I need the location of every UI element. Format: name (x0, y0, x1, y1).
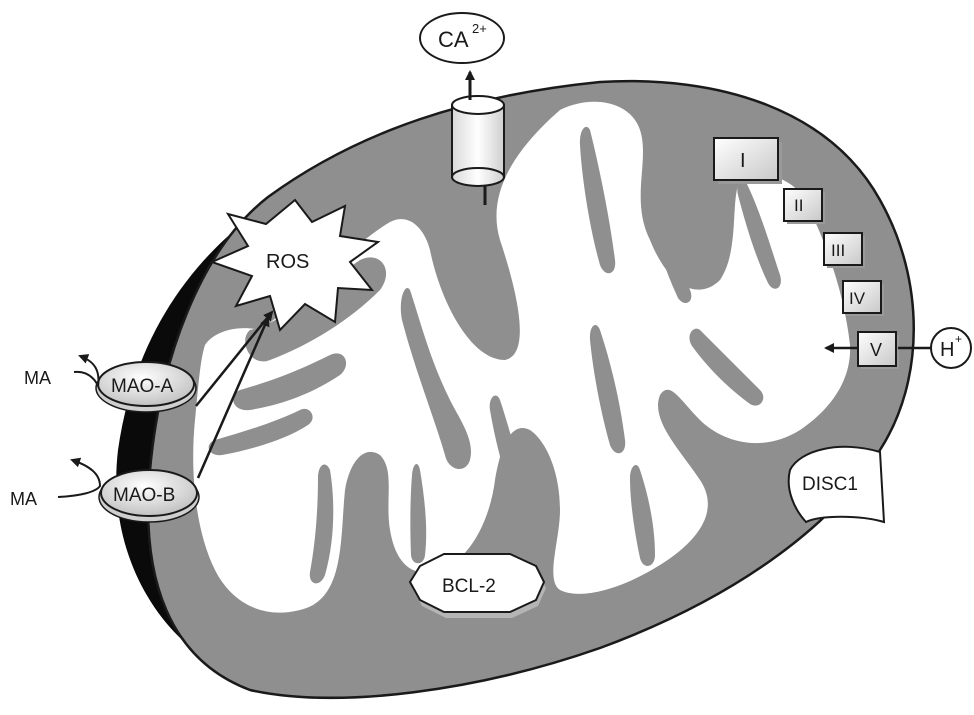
ma-bottom-label: MA (10, 489, 37, 509)
ma-top-label: MA (24, 368, 51, 388)
complex-iii: III (824, 233, 865, 268)
disc1: DISC1 (789, 447, 884, 522)
mao-b-label: MAO-B (113, 485, 175, 506)
calcium-ion: CA 2+ (420, 13, 504, 63)
complex-iv: IV (843, 281, 884, 316)
proton-charge: + (955, 332, 962, 346)
complex-v-label: V (870, 340, 882, 360)
complex-i-label: I (740, 150, 746, 172)
proton-label: H (940, 339, 954, 361)
calcium-label: CA (438, 27, 469, 52)
ros-label: ROS (266, 251, 309, 273)
complex-iii-label: III (831, 241, 845, 260)
complex-ii: II (784, 189, 825, 224)
bcl2-label: BCL-2 (442, 576, 496, 597)
mao-a-label: MAO-A (111, 376, 174, 397)
mao-b: MAO-B (99, 470, 199, 522)
complex-ii-label: II (794, 196, 803, 215)
complex-iv-label: IV (849, 289, 866, 308)
complex-i: I (714, 138, 782, 184)
ma-bottom-arrow (58, 460, 100, 497)
proton-ion: H + (931, 328, 971, 368)
disc1-label: DISC1 (802, 474, 858, 495)
bcl2: BCL-2 (410, 554, 546, 618)
calcium-charge: 2+ (472, 21, 487, 36)
complex-v: V (858, 332, 899, 369)
ma-top-arrow (74, 356, 98, 386)
mao-a: MAO-A (96, 362, 196, 412)
